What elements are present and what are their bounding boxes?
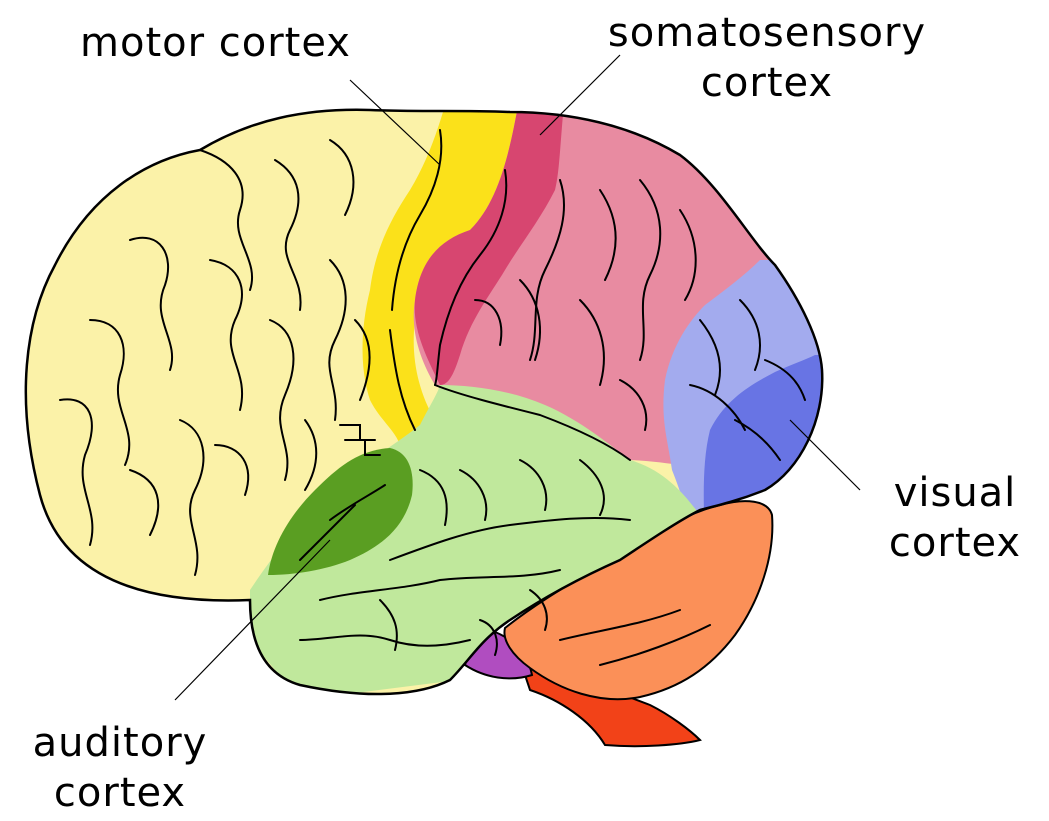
visual-cortex-label: visual cortex [870,468,1040,568]
visual-cortex-label-line2: cortex [870,518,1040,568]
somatosensory-cortex-label-line1: somatosensory [572,8,962,58]
somatosensory-cortex-label-line2: cortex [572,58,962,108]
motor-cortex-label-line1: motor cortex [80,20,351,66]
auditory-cortex-label-line1: auditory [5,718,235,768]
motor-cortex-label: motor cortex [80,18,351,68]
auditory-cortex-label-line2: cortex [5,768,235,818]
auditory-cortex-label: auditory cortex [5,718,235,818]
somatosensory-cortex-label: somatosensory cortex [572,8,962,108]
visual-cortex-label-line1: visual [870,468,1040,518]
